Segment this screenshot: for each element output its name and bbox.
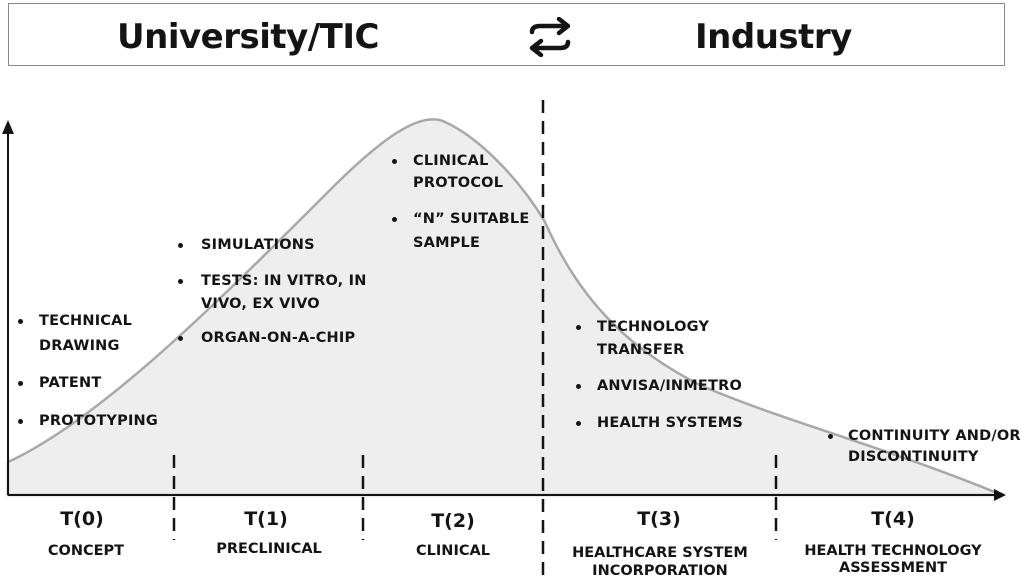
preclinical-item: TESTS: IN VITRO, IN bbox=[201, 273, 367, 289]
phase-t3-name: HEALTHCARE SYSTEM bbox=[572, 545, 748, 561]
phase-t4-name-line2: ASSESSMENT bbox=[839, 560, 947, 576]
preclinical-item: SIMULATIONS bbox=[201, 237, 315, 253]
phase-t4-name: HEALTH TECHNOLOGY bbox=[804, 543, 982, 559]
bullet bbox=[18, 319, 23, 324]
incorporation-item: ANVISA/INMETRO bbox=[597, 378, 742, 394]
preclinical-item: ORGAN-ON-A-CHIP bbox=[201, 330, 356, 346]
bullet bbox=[828, 434, 833, 439]
concept-item: DRAWING bbox=[39, 338, 120, 354]
bullet bbox=[178, 243, 183, 248]
exchange-arrows-icon bbox=[529, 17, 571, 57]
industry-label: Industry bbox=[695, 17, 852, 57]
bullet bbox=[576, 384, 581, 389]
assessment-item: CONTINUITY AND/OR bbox=[848, 428, 1021, 444]
clinical-item: “N” SUITABLE bbox=[413, 211, 530, 227]
bullet bbox=[392, 159, 397, 164]
development-curve bbox=[6, 118, 1003, 497]
bullet bbox=[178, 279, 183, 284]
university-tic-label: University/TIC bbox=[117, 17, 379, 57]
phase-t1-label: T(1) bbox=[244, 508, 288, 530]
concept-item: PATENT bbox=[39, 375, 102, 391]
bullet bbox=[576, 421, 581, 426]
phase-t3-label: T(3) bbox=[637, 508, 681, 530]
bullet bbox=[18, 419, 23, 424]
phase-t0-name: CONCEPT bbox=[47, 543, 125, 559]
phase-t2-name: CLINICAL bbox=[416, 543, 490, 559]
concept-item: TECHNICAL bbox=[39, 313, 133, 329]
assessment-item: DISCONTINUITY bbox=[848, 449, 979, 465]
clinical-item: CLINICAL bbox=[413, 153, 489, 169]
clinical-item: SAMPLE bbox=[413, 235, 481, 251]
phase-t4-label: T(4) bbox=[871, 508, 915, 530]
bullet bbox=[18, 381, 23, 386]
clinical-item: PROTOCOL bbox=[413, 175, 504, 191]
incorporation-item: TECHNOLOGY bbox=[597, 319, 710, 335]
phase-t3-name-line2: INCORPORATION bbox=[592, 563, 728, 579]
incorporation-item: HEALTH SYSTEMS bbox=[597, 415, 744, 431]
phase-t2-label: T(2) bbox=[431, 510, 475, 532]
concept-item: PROTOTYPING bbox=[39, 413, 158, 429]
preclinical-item: VIVO, EX VIVO bbox=[201, 296, 320, 312]
bullet bbox=[576, 325, 581, 330]
x-axis-arrowhead bbox=[994, 489, 1006, 501]
bullet bbox=[178, 336, 183, 341]
bullet bbox=[392, 217, 397, 222]
phase-t0-label: T(0) bbox=[60, 508, 104, 530]
incorporation-item: TRANSFER bbox=[597, 342, 685, 358]
y-axis-arrowhead bbox=[2, 120, 14, 134]
phase-t1-name: PRECLINICAL bbox=[216, 541, 322, 557]
header-banner: University/TIC Industry bbox=[8, 3, 1005, 66]
